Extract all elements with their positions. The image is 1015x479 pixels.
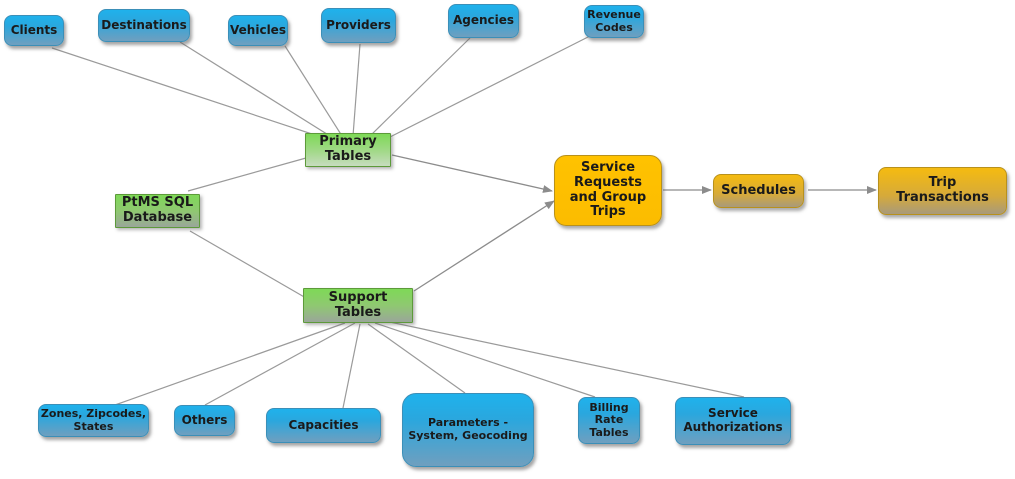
node-vehicles[interactable]: Vehicles <box>228 15 288 46</box>
node-primary-tables-label: Primary Tables <box>319 134 377 164</box>
node-vehicles-label: Vehicles <box>230 22 286 37</box>
connector-revenue-primary <box>387 35 591 139</box>
connector-database-support <box>189 230 307 299</box>
node-billing-rate-tables-label: Billing Rate Tables <box>589 400 629 439</box>
node-providers[interactable]: Providers <box>321 8 396 43</box>
node-schedules-label: Schedules <box>721 182 796 198</box>
node-support-tables[interactable]: Support Tables <box>303 288 413 323</box>
node-billing-rate-tables[interactable]: Billing Rate Tables <box>578 397 640 444</box>
node-agencies[interactable]: Agencies <box>448 4 519 38</box>
node-capacities[interactable]: Capacities <box>266 408 381 443</box>
connector-support-authorizations <box>384 320 745 398</box>
node-others-label: Others <box>181 412 228 427</box>
node-destinations[interactable]: Destinations <box>98 9 190 42</box>
connector-support-parameters <box>367 323 466 394</box>
node-zones-label: Zones, Zipcodes, States <box>40 406 147 433</box>
node-clients-label: Clients <box>10 22 58 37</box>
node-service-authorizations[interactable]: Service Authorizations <box>675 397 791 445</box>
connector-vehicles-primary <box>284 45 343 137</box>
node-service-authorizations-label: Service Authorizations <box>683 406 783 434</box>
connector-database-primary <box>187 157 307 192</box>
node-parameters[interactable]: Parameters - System, Geocoding <box>402 393 534 467</box>
node-revenue-codes[interactable]: Revenue Codes <box>584 5 644 38</box>
node-primary-tables[interactable]: Primary Tables <box>305 133 391 167</box>
node-service-requests[interactable]: Service Requests and Group Trips <box>554 155 662 226</box>
arrow-primary-to-requests <box>391 154 553 193</box>
node-zones[interactable]: Zones, Zipcodes, States <box>38 404 149 437</box>
arrow-support-to-requests <box>413 200 555 292</box>
connector-support-billing <box>374 322 596 398</box>
connector-providers-primary <box>352 43 361 137</box>
node-trip-transactions-label: Trip Transactions <box>896 175 989 205</box>
connector-support-capacities <box>342 323 361 409</box>
node-destinations-label: Destinations <box>101 17 187 32</box>
node-service-requests-label: Service Requests and Group Trips <box>569 159 647 220</box>
node-providers-label: Providers <box>326 17 391 32</box>
connector-clients-primary <box>51 47 319 137</box>
node-support-tables-label: Support Tables <box>328 289 388 320</box>
node-parameters-label: Parameters - System, Geocoding <box>408 416 528 442</box>
node-revenue-codes-label: Revenue Codes <box>587 7 641 34</box>
connector-support-others <box>204 322 356 406</box>
connector-support-zones <box>114 322 346 406</box>
node-trip-transactions[interactable]: Trip Transactions <box>878 167 1007 215</box>
node-database-label: PtMS SQL Database <box>121 195 194 225</box>
connector-agencies-primary <box>369 37 471 137</box>
connector-destinations-primary <box>179 41 331 137</box>
node-database[interactable]: PtMS SQL Database <box>115 194 200 228</box>
node-capacities-label: Capacities <box>288 417 359 432</box>
node-others[interactable]: Others <box>174 405 235 436</box>
node-clients[interactable]: Clients <box>4 15 64 46</box>
node-agencies-label: Agencies <box>452 13 515 28</box>
node-schedules[interactable]: Schedules <box>713 174 804 208</box>
